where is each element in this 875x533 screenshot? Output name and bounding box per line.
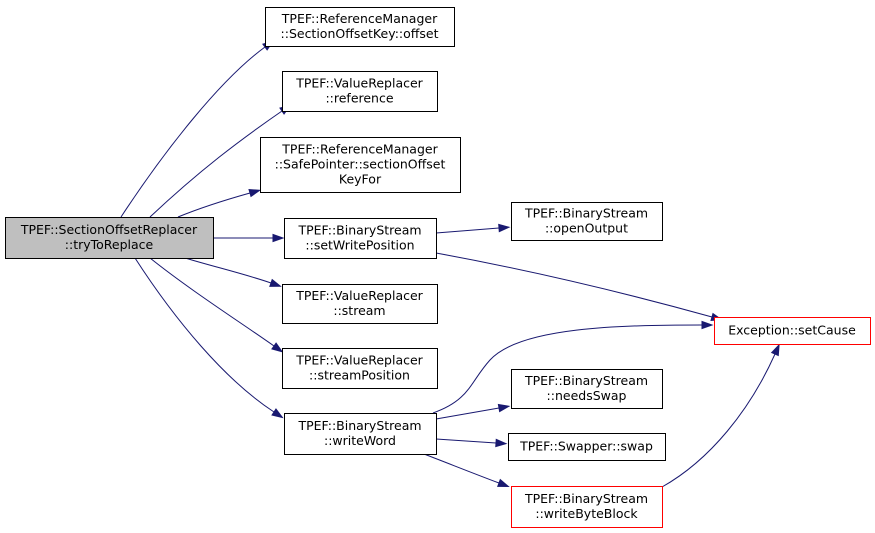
edge-line [661, 353, 776, 488]
node-label-line: TPEF::SectionOffsetReplacer [20, 222, 198, 237]
edge-line [184, 257, 272, 284]
node-setCause[interactable]: Exception::setCause [714, 317, 871, 345]
edge-line [432, 324, 703, 414]
nodes-layer: TPEF::SectionOffsetReplacer::tryToReplac… [5, 7, 871, 528]
node-label-line: ::SafePointer::sectionOffset [275, 157, 446, 172]
edge-arrowhead [271, 408, 284, 419]
edge-setWritePosition-to-openOutput [435, 223, 511, 234]
node-box [511, 369, 663, 409]
edge-line [149, 257, 275, 347]
node-box [265, 7, 455, 47]
edge-arrowhead [497, 478, 510, 488]
node-box [282, 71, 438, 112]
node-label-line: TPEF::Swapper::swap [519, 439, 653, 454]
node-label-line: TPEF::BinaryStream [524, 491, 648, 506]
edge-arrowhead [770, 343, 780, 357]
node-swap[interactable]: TPEF::Swapper::swap [508, 433, 666, 461]
node-box [5, 217, 214, 259]
node-label-line: ::writeByteBlock [535, 506, 638, 521]
node-label-line: ::needsSwap [547, 388, 627, 403]
node-label-line: ::streamPosition [309, 368, 410, 383]
node-box [284, 413, 437, 455]
edge-line [435, 438, 497, 444]
edge-setWritePosition-to-setCause [435, 252, 724, 322]
edge-arrowhead [272, 233, 285, 243]
edge-root-to-writeWord [134, 257, 284, 419]
edge-arrowhead [495, 438, 508, 448]
node-box [282, 284, 438, 324]
node-label-line: TPEF::ReferenceManager [281, 142, 438, 157]
node-label-line: TPEF::ValueReplacer [295, 76, 423, 91]
edge-writeWord-to-swap [435, 438, 508, 448]
node-label-line: TPEF::BinaryStream [297, 418, 421, 433]
edge-writeWord-to-writeByteBlock [423, 453, 510, 488]
node-stream[interactable]: TPEF::ValueReplacer::stream [282, 284, 438, 324]
node-needsSwap[interactable]: TPEF::BinaryStream::needsSwap [511, 369, 663, 409]
node-box [284, 218, 437, 259]
edge-line [435, 227, 500, 234]
edge-line [435, 252, 713, 318]
node-label-line: ::stream [333, 303, 385, 318]
node-label-line: ::reference [325, 91, 393, 106]
edge-root-to-sectionOffsetKeyFor [177, 188, 262, 218]
node-label-line: ::SectionOffsetKey::offset [281, 26, 439, 41]
node-label-line: ::openOutput [545, 221, 628, 236]
node-writeByteBlock[interactable]: TPEF::BinaryStream::writeByteBlock [511, 486, 663, 528]
edge-arrowhead [497, 403, 511, 413]
edge-line [423, 453, 500, 484]
node-openOutput[interactable]: TPEF::BinaryStream::openOutput [511, 202, 663, 241]
node-label-line: ::setWritePosition [305, 238, 414, 253]
node-writeWord[interactable]: TPEF::BinaryStream::writeWord [284, 413, 437, 455]
node-box [508, 433, 666, 461]
edge-root-to-stream [184, 257, 282, 287]
node-label-line: TPEF::ValueReplacer [295, 288, 423, 303]
node-label-line: TPEF::BinaryStream [524, 373, 648, 388]
node-label-line: TPEF::BinaryStream [524, 206, 648, 221]
node-label-line: Exception::setCause [728, 323, 856, 338]
node-box [260, 137, 461, 193]
node-streamPosition[interactable]: TPEF::ValueReplacer::streamPosition [282, 348, 438, 389]
edge-root-to-setWritePosition [213, 233, 285, 243]
edges-layer [120, 40, 780, 488]
edge-line [134, 257, 275, 413]
node-box [282, 348, 438, 389]
edge-line [177, 192, 251, 218]
edge-arrowhead [701, 320, 714, 330]
node-label-line: ::tryToReplace [65, 237, 154, 252]
node-label-line: TPEF::BinaryStream [297, 223, 421, 238]
node-offset[interactable]: TPEF::ReferenceManager::SectionOffsetKey… [265, 7, 455, 47]
node-setWritePosition[interactable]: TPEF::BinaryStream::setWritePosition [284, 218, 437, 259]
edge-arrowhead [271, 342, 284, 353]
edge-line [120, 46, 266, 218]
node-sectionOffsetKeyFor[interactable]: TPEF::ReferenceManager::SafePointer::sec… [260, 137, 461, 193]
node-reference[interactable]: TPEF::ValueReplacer::reference [282, 71, 438, 112]
edge-arrowhead [269, 278, 282, 287]
edge-root-to-streamPosition [149, 257, 284, 353]
edge-arrowhead [248, 188, 262, 198]
node-label-line: TPEF::ReferenceManager [281, 11, 438, 26]
node-label-line: KeyFor [339, 172, 382, 187]
edge-line [149, 110, 283, 218]
node-label-line: ::writeWord [324, 433, 396, 448]
node-root[interactable]: TPEF::SectionOffsetReplacer::tryToReplac… [5, 217, 214, 259]
edge-writeWord-to-needsSwap [435, 403, 511, 420]
edge-writeWord-to-setCause [432, 320, 714, 414]
edge-arrowhead [498, 223, 511, 233]
node-box [511, 486, 663, 528]
node-box [714, 317, 871, 345]
node-label-line: TPEF::ValueReplacer [295, 353, 423, 368]
edge-writeByteBlock-to-setCause [661, 343, 780, 488]
node-box [511, 202, 663, 241]
edge-line [435, 407, 500, 420]
